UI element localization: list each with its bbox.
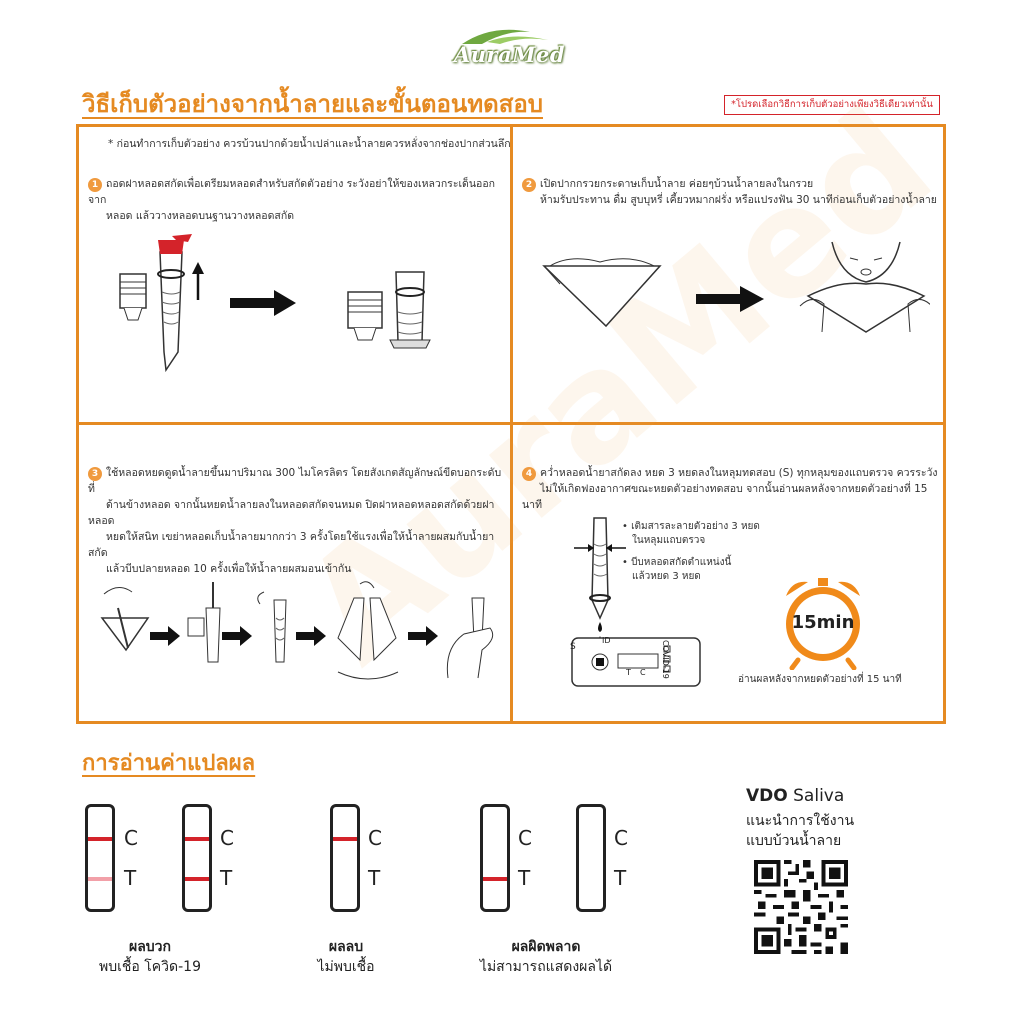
c-label: C — [614, 826, 628, 850]
step4-illustration — [571, 517, 701, 687]
invalid-subtext: ไม่สามารถแสดงผลได้ — [479, 959, 613, 975]
t-label: T — [518, 866, 531, 890]
step4-number: 4 — [522, 467, 536, 481]
vdo-title-bold: VDO — [746, 786, 788, 806]
bullet1-line2: ในหลุมแถบตรวจ — [632, 535, 706, 546]
logo-text: AuraMed — [454, 42, 566, 67]
pre-note: * ก่อนทำการเก็บตัวอย่าง ควรบ้วนปากด้วยน้… — [108, 138, 511, 150]
bullet2-line1: บีบหลอดสกัดตำแหน่งนี้ — [631, 557, 732, 568]
t-label: T — [220, 866, 233, 890]
step2-illustration — [542, 241, 930, 333]
c-label: C — [368, 826, 382, 850]
cassette-id-label: ID — [602, 636, 611, 645]
bullet1-line1: เติมสารละลายตัวอย่าง 3 หยด — [631, 521, 760, 532]
step4-line1: คว่ำหลอดน้ำยาสกัดลง หยด 3 หยดลงในหลุมทดส… — [540, 467, 938, 479]
cassette-s-label: S — [570, 642, 576, 652]
auramed-logo: AuraMed — [452, 22, 572, 72]
timer-caption: อ่านผลหลังจากหยดตัวอย่างที่ 15 นาที — [738, 674, 902, 685]
cassette-t-label: T — [626, 668, 631, 677]
step2-line1: เปิดปากกรวยกระดาษเก็บน้ำลาย ค่อยๆบ้วนน้ำ… — [540, 178, 814, 190]
step1-illustration — [119, 234, 431, 372]
step2-number: 2 — [522, 178, 536, 192]
alarm-clock-icon — [786, 578, 860, 670]
step3-illustration — [100, 581, 494, 680]
leaf-icon — [462, 29, 548, 44]
negative-strip — [330, 804, 360, 912]
invalid-strip-blank — [576, 804, 606, 912]
control-line — [185, 837, 209, 841]
bullet-dot: • — [622, 557, 632, 568]
test-line-faint — [88, 877, 112, 881]
c-label: C — [518, 826, 532, 850]
vdo-title-rest: Saliva — [793, 786, 845, 806]
qr-code[interactable] — [754, 860, 848, 954]
negative-subtext: ไม่พบเชื้อ — [317, 959, 375, 975]
bullet2-line2: แล้วหยด 3 หยด — [632, 571, 701, 582]
step3-number: 3 — [88, 467, 102, 481]
positive-strip-faint — [85, 804, 115, 912]
step1-number: 1 — [88, 178, 102, 192]
c-label: C — [220, 826, 234, 850]
invalid-strip-test-only — [480, 804, 510, 912]
step1-line1: ถอดฝาหลอดสกัดเพื่อเตรียมหลอดสำหรับสกัดตั… — [88, 178, 496, 206]
positive-subtext: พบเชื้อ โควิด-19 — [99, 959, 201, 975]
step4-line2: ไม่ให้เกิดฟองอากาศขณะหยดตัวอย่างทดสอบ จา… — [522, 483, 928, 511]
t-label: T — [614, 866, 627, 890]
grid-divider-horizontal — [76, 422, 946, 425]
c-label: C — [124, 826, 138, 850]
t-label: T — [124, 866, 137, 890]
timer-text: 15min — [791, 612, 855, 633]
negative-heading: ผลลบ — [328, 939, 364, 955]
t-label: T — [368, 866, 381, 890]
step3-line2: ด้านข้างหลอด จากนั้นหยดน้ำลายลงในหลอดสกั… — [88, 499, 495, 527]
positive-heading: ผลบวก — [128, 939, 171, 955]
step4-bullet2: • บีบหลอดสกัดตำแหน่งนี้ แล้วหยด 3 หยด — [622, 556, 731, 584]
step2-text: 2 เปิดปากกรวยกระดาษเก็บน้ำลาย ค่อยๆบ้วนน้… — [522, 176, 942, 208]
step4-text: 4 คว่ำหลอดน้ำยาสกัดลง หยด 3 หยดลงในหลุมทด… — [522, 465, 942, 513]
results-title: การอ่านค่าแปลผล — [82, 751, 256, 776]
bullet-dot: • — [622, 521, 632, 532]
step3-line3: หยดให้สนิท เขย่าหลอดเก็บน้ำลายมากกว่า 3 … — [88, 531, 495, 559]
cassette-covid-label: COVID-19 — [661, 640, 670, 679]
vdo-line3: แบบบ้วนน้ำลาย — [746, 833, 842, 849]
step4-bullet1: • เติมสารละลายตัวอย่าง 3 หยด ในหลุมแถบตร… — [622, 520, 760, 548]
test-line — [185, 877, 209, 881]
notice-box: *โปรดเลือกวิธีการเก็บตัวอย่างเพียงวิธีเด… — [724, 95, 940, 115]
page-title: วิธีเก็บตัวอย่างจากน้ำลายและขั้นตอนทดสอบ — [82, 90, 544, 118]
vdo-title: VDO Saliva — [746, 786, 844, 806]
vdo-line2: แนะนำการใช้งาน — [746, 813, 855, 829]
invalid-heading: ผลผิดพลาด — [511, 939, 581, 955]
step3-line4: แล้วบีบปลายหลอด 10 ครั้งเพื่อให้น้ำลายผส… — [106, 563, 352, 575]
control-line — [333, 837, 357, 841]
test-line — [483, 877, 507, 881]
step1-line2: หลอด แล้ววางหลอดบนฐานวางหลอดสกัด — [106, 210, 295, 222]
step3-line1: ใช้หลอดหยดดูดน้ำลายขึ้นมาปริมาณ 300 ไมโค… — [88, 467, 502, 495]
step2-line2: ห้ามรับประทาน ดื่ม สูบบุหรี่ เคี้ยวหมากฝ… — [540, 194, 937, 206]
cassette-c-label: C — [640, 668, 646, 677]
positive-strip — [182, 804, 212, 912]
control-line — [88, 837, 112, 841]
